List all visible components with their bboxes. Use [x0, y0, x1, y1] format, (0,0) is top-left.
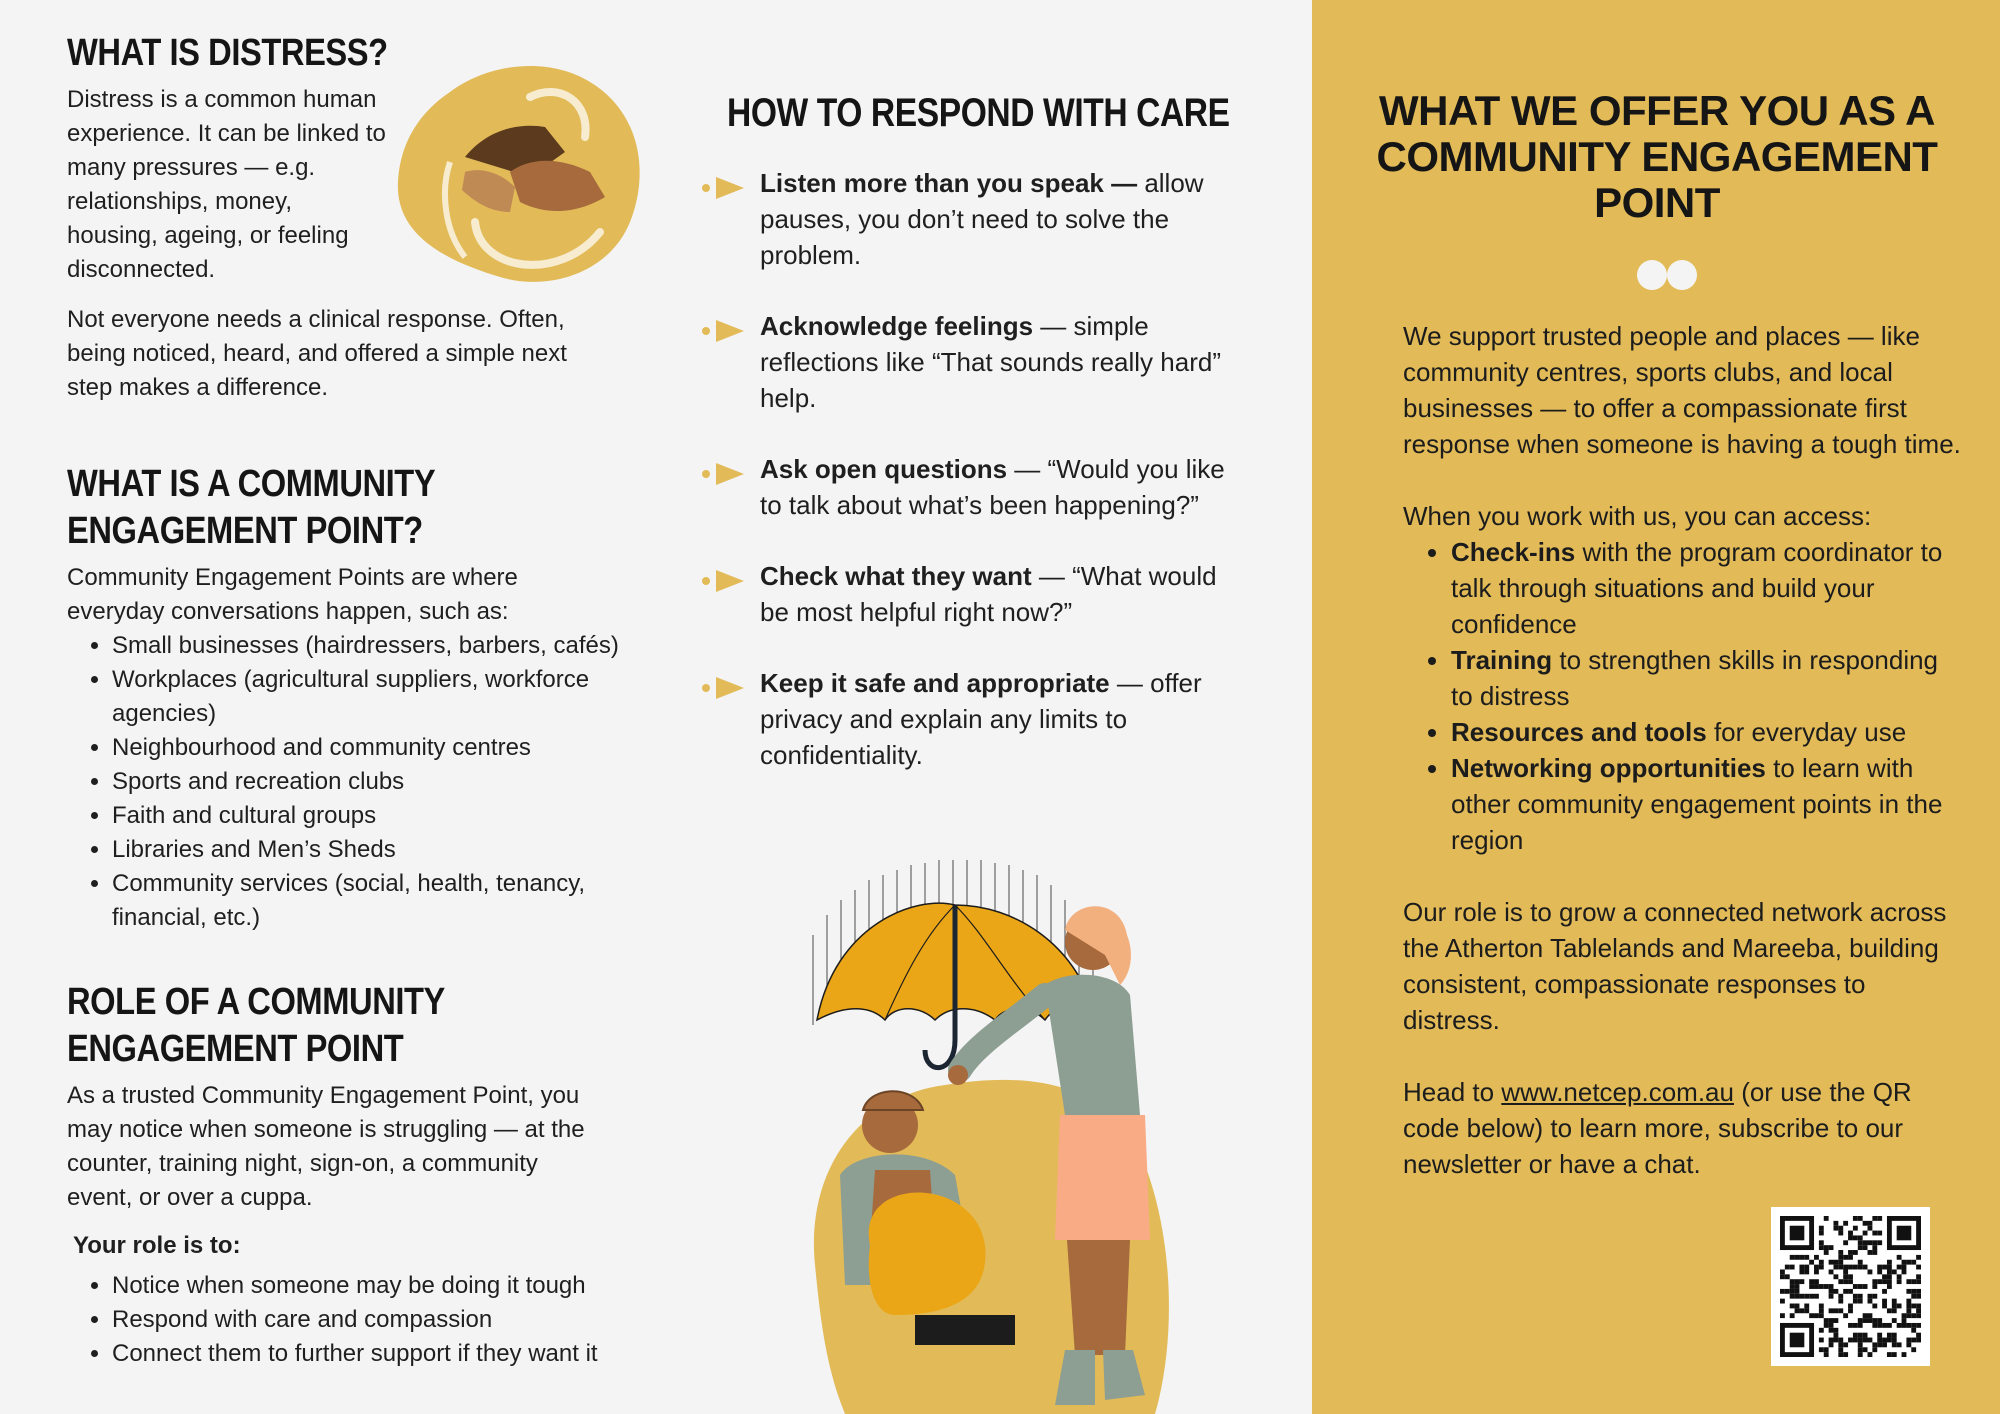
item-rest: to learn with other community engagement…: [1451, 753, 1943, 855]
item-bold: Check-ins: [1451, 537, 1576, 567]
tip-item: Ask open questions — “Would you like to …: [700, 451, 1260, 523]
arrow-bullet-icon: [700, 665, 760, 773]
list-item: Networking opportunities to learn with o…: [1451, 750, 1963, 858]
arrow-bullet-icon: [700, 308, 760, 416]
list-item: Neighbourhood and community centres: [112, 731, 637, 765]
tip-rest: — simple reflections like “That sounds r…: [760, 311, 1221, 413]
umbrella-illustration: [812, 860, 1169, 1414]
tip-text: Acknowledge feelings — simple reflection…: [760, 308, 1230, 416]
arrow-bullet-icon: [700, 165, 760, 273]
arrow-bullet-icon: [700, 558, 760, 630]
list-item: Training to strengthen skills in respond…: [1451, 642, 1963, 714]
offer-p4-pre: Head to: [1403, 1077, 1502, 1107]
website-link[interactable]: www.netcep.com.au: [1501, 1077, 1734, 1107]
qr-code[interactable]: [1771, 1207, 1930, 1366]
tip-rest: allow pauses, you don’t need to solve th…: [760, 168, 1204, 270]
item-bold: Training: [1451, 645, 1553, 675]
list-item: Check-ins with the program coordinator t…: [1451, 534, 1963, 642]
arrow-bullet-icon: [700, 451, 760, 523]
role-subheading: Your role is to:: [73, 1232, 241, 1259]
item-rest: for everyday use: [1706, 717, 1907, 747]
item-rest: with the program coordinator to talk thr…: [1451, 537, 1943, 639]
item-bold: Resources and tools: [1451, 717, 1707, 747]
tip-rest: — offer privacy and explain any limits t…: [760, 668, 1202, 770]
tip-bold: Listen more than you speak —: [760, 168, 1138, 198]
list-item: Resources and tools for everyday use: [1451, 714, 1963, 750]
quote-icon: [1637, 260, 1697, 290]
offer-p4-post: (or use the QR code below) to learn more…: [1403, 1077, 1912, 1179]
tip-text: Keep it safe and appropriate — offer pri…: [760, 665, 1230, 773]
tip-bold: Ask open questions: [760, 454, 1008, 484]
tip-bold: Acknowledge feelings: [760, 311, 1034, 341]
list-item: Sports and recreation clubs: [112, 765, 637, 799]
tip-text: Ask open questions — “Would you like to …: [760, 451, 1230, 523]
offer-list: Check-ins with the program coordinator t…: [1403, 534, 1963, 858]
tip-rest: — “Would you like to talk about what’s b…: [760, 454, 1225, 520]
list-item: Libraries and Men’s Sheds: [112, 833, 637, 867]
tips-list: Listen more than you speak — allow pause…: [700, 165, 1260, 773]
list-item: Respond with care and compassion: [112, 1303, 637, 1337]
tip-bold: Check what they want: [760, 561, 1032, 591]
role-intro: As a trusted Community Engagement Point,…: [67, 1082, 585, 1211]
list-item: Workplaces (agricultural suppliers, work…: [112, 663, 637, 731]
cep-list: Small businesses (hairdressers, barbers,…: [67, 629, 637, 935]
role-heading-text: ROLE OF A COMMUNITY ENGAGEMENT POINT: [67, 981, 445, 1070]
cep-heading-text: WHAT IS A COMMUNITY ENGAGEMENT POINT?: [67, 463, 435, 552]
list-item: Small businesses (hairdressers, barbers,…: [112, 629, 637, 663]
offer-paragraph-4: Head to www.netcep.com.au (or use the QR…: [1403, 1074, 1963, 1182]
tip-text: Listen more than you speak — allow pause…: [760, 165, 1230, 273]
offer-heading: WHAT WE OFFER YOU AS A COMMUNITY ENGAGEM…: [1376, 87, 1938, 226]
item-rest: to strengthen skills in responding to di…: [1451, 645, 1939, 711]
respond-heading: HOW TO RESPOND WITH CARE: [727, 91, 1230, 135]
list-item: Community services (social, health, tena…: [112, 867, 637, 935]
offer-access-intro: When you work with us, you can access:: [1403, 501, 1872, 531]
tip-item: Keep it safe and appropriate — offer pri…: [700, 665, 1260, 773]
cep-heading: WHAT IS A COMMUNITY ENGAGEMENT POINT?: [67, 461, 557, 555]
offer-body: We support trusted people and places — l…: [1403, 318, 1963, 1182]
right-panel: WHAT WE OFFER YOU AS A COMMUNITY ENGAGEM…: [1312, 0, 2000, 1414]
role-list: Notice when someone may be doing it toug…: [67, 1269, 637, 1371]
item-bold: Networking opportunities: [1451, 753, 1766, 783]
list-item: Connect them to further support if they …: [112, 1337, 637, 1371]
tip-item: Acknowledge feelings — simple reflection…: [700, 308, 1260, 416]
distress-paragraph-1: Distress is a common human experience. I…: [67, 86, 386, 283]
offer-paragraph-1: We support trusted people and places — l…: [1403, 321, 1961, 459]
qr-code-pattern: [1780, 1216, 1921, 1357]
tip-item: Listen more than you speak — allow pause…: [700, 165, 1260, 273]
cep-intro: Community Engagement Points are where ev…: [67, 564, 518, 625]
left-column: WHAT IS DISTRESS? Distress is a common h…: [67, 30, 637, 1371]
distress-paragraph-2: Not everyone needs a clinical response. …: [67, 306, 567, 401]
tip-item: Check what they want — “What would be mo…: [700, 558, 1260, 630]
distress-heading: WHAT IS DISTRESS?: [67, 32, 388, 74]
list-item: Faith and cultural groups: [112, 799, 637, 833]
middle-column: HOW TO RESPOND WITH CARE Listen more tha…: [700, 90, 1260, 808]
tip-bold: Keep it safe and appropriate: [760, 668, 1110, 698]
role-heading: ROLE OF A COMMUNITY ENGAGEMENT POINT: [67, 979, 557, 1073]
handshake-icon: [397, 65, 640, 282]
offer-paragraph-3: Our role is to grow a connected network …: [1403, 897, 1947, 1035]
list-item: Notice when someone may be doing it toug…: [112, 1269, 637, 1303]
tip-text: Check what they want — “What would be mo…: [760, 558, 1230, 630]
tip-rest: — “What would be most helpful right now?…: [760, 561, 1217, 627]
